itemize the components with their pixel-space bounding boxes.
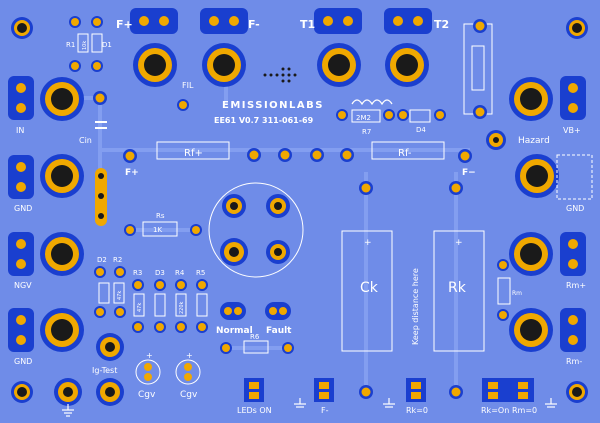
label-f-minus-bottom: F-	[321, 406, 329, 415]
brand-label: EMISSIONLABS	[222, 100, 324, 111]
banana-sockets	[40, 43, 559, 352]
gnd-outline	[556, 154, 593, 200]
label-r5: R5	[196, 269, 205, 277]
label-rm-plus: Rm+	[566, 281, 586, 290]
label-f-minus-mid: F−	[462, 168, 476, 178]
label-d2: D2	[97, 256, 107, 264]
test-points	[54, 130, 506, 406]
label-d1: D1	[102, 41, 112, 49]
label-rk-plus: +	[455, 238, 463, 248]
label-fil: FIL	[182, 81, 194, 90]
label-in: IN	[16, 126, 24, 135]
small-pads	[69, 16, 509, 399]
edge-connectors	[8, 8, 586, 352]
label-r1: R1	[66, 41, 75, 49]
label-r4-value: 220k	[179, 301, 185, 314]
label-cgv2-plus: +	[186, 351, 193, 360]
label-r1-value: 10k	[82, 41, 88, 50]
label-rs-value: 1K	[153, 226, 162, 234]
label-cgv1-plus: +	[146, 351, 153, 360]
label-f-minus-top: F-	[248, 18, 260, 31]
model-label: EE61 V0.7 311-061-69	[214, 116, 314, 125]
led-pads	[220, 302, 291, 320]
label-cgv-2: Cgv	[180, 390, 198, 400]
label-rk-zero: Rk=0	[406, 406, 428, 415]
label-fault: Fault	[266, 326, 292, 336]
label-r4: R4	[175, 269, 185, 277]
label-t1: T1	[300, 18, 315, 31]
logo-dots	[263, 67, 297, 83]
label-ig-test: Ig-Test	[92, 366, 117, 375]
label-rm: Rm	[512, 290, 522, 297]
label-keep-distance: Keep distance here	[411, 268, 420, 345]
label-r3-value: 47k	[137, 303, 143, 312]
label-ngv: NGV	[14, 281, 32, 290]
label-rm-zero: Rm=0	[512, 406, 537, 415]
label-t2: T2	[434, 18, 449, 31]
label-r7-value: 2M2	[356, 114, 371, 122]
mounting-holes	[11, 17, 588, 403]
cin-capacitor	[95, 121, 107, 226]
tube-socket-pins	[220, 194, 290, 266]
label-cin: Cin	[79, 136, 92, 145]
label-d4: D4	[416, 126, 426, 134]
label-cgv-1: Cgv	[138, 390, 156, 400]
label-normal: Normal	[216, 326, 253, 336]
label-leds-on: LEDs ON	[237, 406, 272, 415]
label-r2: R2	[113, 256, 122, 264]
label-r7: R7	[362, 128, 371, 136]
label-rk-on: Rk=On	[481, 406, 509, 415]
label-gnd-left-1: GND	[14, 204, 32, 213]
label-f-plus-mid: F+	[125, 168, 139, 178]
jumper-pads	[244, 378, 534, 402]
label-gnd-right: GND	[566, 204, 584, 213]
label-f-plus-top: F+	[116, 18, 133, 31]
coil-symbol	[351, 99, 393, 106]
label-rk: Rk	[448, 280, 467, 296]
label-d3: D3	[155, 269, 165, 277]
label-r2-value: 47k	[117, 291, 123, 300]
label-rf-minus: Rf-	[398, 148, 412, 159]
label-hazard: Hazard	[518, 136, 550, 146]
label-rm-minus: Rm-	[566, 357, 582, 366]
label-rf-plus: Rf+	[184, 148, 203, 159]
label-vb-plus: VB+	[563, 126, 581, 135]
edge-connector-pins	[16, 16, 578, 345]
label-rs: Rs	[156, 212, 165, 220]
label-r6: R6	[250, 333, 260, 341]
label-gnd-left-2: GND	[14, 357, 32, 366]
label-r3: R3	[133, 269, 142, 277]
label-ck: Ck	[360, 280, 379, 296]
ground-symbols	[62, 398, 557, 417]
label-ck-plus: +	[364, 238, 372, 248]
